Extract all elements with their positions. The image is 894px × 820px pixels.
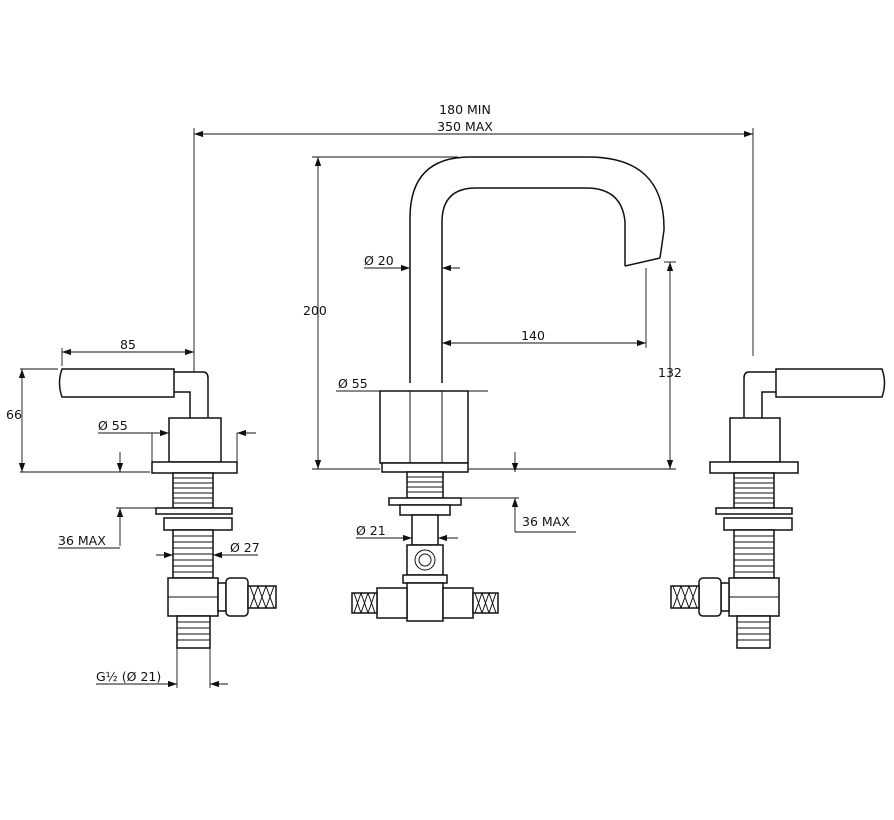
left-handle-dimensions: 85 66 Ø 55 36 MAX Ø 27 G½ (Ø 21): [6, 337, 260, 688]
spout-mount-max-label: 36 MAX: [522, 514, 570, 529]
right-lever-handle: [775, 368, 886, 398]
width-max-label: 350 MAX: [437, 119, 493, 134]
spout-dimensions: 200 140 132 Ø 20 Ø 55 36 MAX Ø 21: [303, 156, 682, 542]
handle-mount-max-label: 36 MAX: [58, 533, 106, 548]
handle-shank-diameter-label: Ø 27: [230, 540, 260, 555]
overall-width-dimension: 180 MIN 350 MAX: [193, 102, 754, 372]
width-min-label: 180 MIN: [439, 102, 491, 117]
spout-diameter-label: Ø 20: [364, 253, 394, 268]
spout-reach-label: 140: [521, 328, 545, 343]
handle-length-label: 85: [120, 337, 136, 352]
spout-base-diameter-label: Ø 55: [338, 376, 368, 391]
thread-spec-label: G½ (Ø 21): [96, 669, 161, 684]
centre-spout: [351, 156, 665, 622]
spout-tube-outer: [409, 156, 665, 383]
handle-base-diameter-label: Ø 55: [98, 418, 128, 433]
spout-tail-diameter-label: Ø 21: [356, 523, 386, 538]
spout-outlet-height-label: 132: [658, 365, 682, 380]
left-handle-valve: [58, 368, 277, 649]
spout-height-label: 200: [303, 303, 327, 318]
right-handle-valve: [670, 368, 886, 649]
handle-height-label: 66: [6, 407, 22, 422]
left-lever-handle: [58, 368, 175, 398]
spout-tube-inner: [441, 187, 626, 383]
